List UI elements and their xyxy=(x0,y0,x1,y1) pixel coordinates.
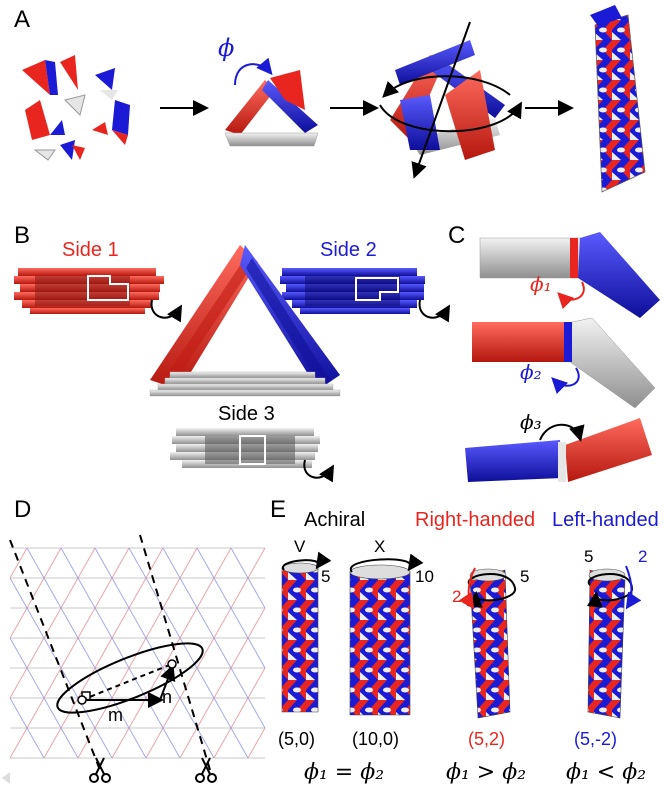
tube-5-neg2 xyxy=(587,568,626,719)
panel-a-triangle xyxy=(224,70,319,147)
tube4-index: (5,-2) xyxy=(574,729,618,749)
equation-greater: ϕ₁ > ϕ₂ xyxy=(446,760,527,785)
phi2-label: ϕ₂ xyxy=(520,360,542,384)
tube1-index: (5,0) xyxy=(278,729,316,749)
equation-equal: ϕ₁ = ϕ₂ xyxy=(304,760,385,785)
side2-strip xyxy=(280,268,425,314)
side1-strip xyxy=(14,268,164,314)
hinge-2 xyxy=(472,317,656,409)
tube3-index: (5,2) xyxy=(468,729,506,749)
tube4-wind-b-label: 2 xyxy=(638,547,648,566)
panel-a-octahedron xyxy=(390,40,505,160)
page-corner-mark xyxy=(2,772,10,784)
panel-label-e: E xyxy=(270,496,287,523)
tube3-wind-a-label: 5 xyxy=(520,567,530,586)
tube2-wind-label: 10 xyxy=(415,567,434,586)
side3-label: Side 3 xyxy=(218,403,275,425)
panel-a-tube xyxy=(590,5,646,193)
side1-label: Side 1 xyxy=(62,239,119,261)
left-handed-label: Left-handed xyxy=(552,509,659,531)
panel-label-c: C xyxy=(448,222,466,249)
panel-label-d: D xyxy=(14,496,32,523)
tube2-index: (10,0) xyxy=(352,729,400,749)
tube3-wind-b-label: 2 xyxy=(452,587,462,606)
phi-label: ϕ xyxy=(218,34,235,62)
achiral-label: Achiral xyxy=(304,509,366,531)
scissors-icon xyxy=(89,757,217,783)
tube1-wind-label: 5 xyxy=(321,567,331,586)
right-handed-label: Right-handed xyxy=(415,509,536,531)
phi1-label: ϕ₁ xyxy=(530,272,552,296)
central-triangle xyxy=(149,245,341,397)
side3-strip xyxy=(170,428,320,468)
phi3-label: ϕ₃ xyxy=(520,410,542,434)
tube-10-0 xyxy=(349,564,411,716)
tube-5-2 xyxy=(469,568,511,719)
m-label: m xyxy=(108,705,123,725)
panel-label-b: B xyxy=(14,222,31,249)
hinge-3 xyxy=(465,418,652,482)
hinge-1 xyxy=(479,232,660,318)
tube2-top-label: X xyxy=(374,537,386,556)
tube1-top-label: V xyxy=(294,537,306,556)
tube4-wind-a-label: 5 xyxy=(584,547,594,566)
panel-a-monomers xyxy=(22,55,130,161)
n-label: n xyxy=(162,687,173,707)
tube-5-0 xyxy=(281,562,319,713)
panel-label-a: A xyxy=(14,6,31,33)
side2-label: Side 2 xyxy=(320,239,377,261)
equation-less: ϕ₁ < ϕ₂ xyxy=(566,760,647,785)
